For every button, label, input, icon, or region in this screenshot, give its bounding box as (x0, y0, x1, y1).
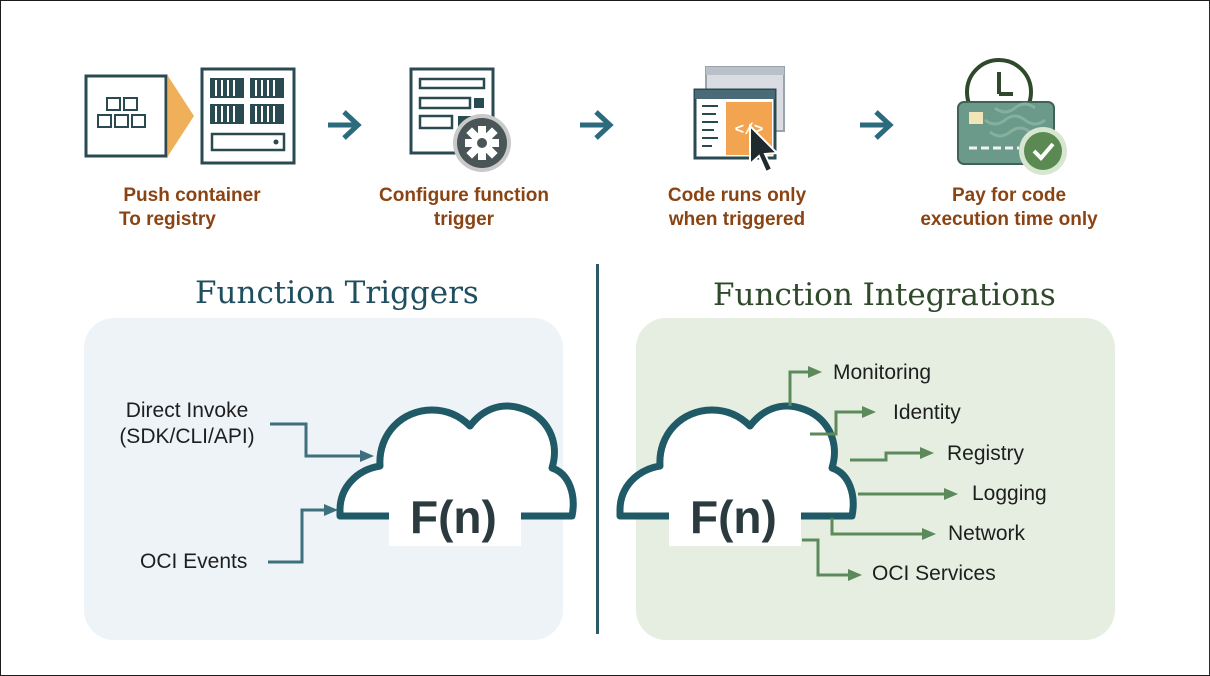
output-identity: Identity (893, 401, 961, 424)
output-monitoring: Monitoring (833, 361, 932, 384)
trigger-cloud-shape (336, 402, 577, 546)
payment-card-clock-icon (957, 58, 1067, 175)
code-window-cursor-icon: </> (693, 66, 785, 174)
oci-services-arrowhead (848, 569, 862, 581)
logging-arrowhead (944, 488, 958, 500)
direct-invoke-line1: Direct Invoke (125, 399, 249, 422)
oci-events-label: OCI Events (140, 550, 248, 573)
direct-invoke-arrow (270, 422, 374, 462)
output-oci-services: OCI Services (872, 562, 996, 585)
network-connector (830, 518, 924, 536)
function-triggers-title: Function Triggers (195, 275, 479, 311)
oci-services-connector (802, 538, 850, 577)
identity-arrowhead (862, 406, 876, 418)
oci-events-arrow (268, 504, 338, 564)
integration-cloud-shape (616, 402, 857, 546)
monitoring-arrowhead (808, 366, 822, 378)
section-divider (596, 264, 599, 634)
trigger-function-label: F(n) (410, 491, 497, 543)
registry-arrowhead (920, 447, 934, 459)
output-logging: Logging (972, 482, 1047, 505)
identity-connector (810, 410, 864, 436)
configure-gear-icon (409, 67, 511, 172)
flow-arrow-3 (860, 110, 894, 140)
flow-arrow-1 (328, 110, 362, 140)
container-registry-icon (84, 67, 296, 165)
flow-arrow-2 (580, 110, 614, 140)
monitoring-connector (788, 370, 810, 406)
direct-invoke-label: Direct Invoke (SDK/CLI/API) (104, 398, 270, 450)
direct-invoke-line2: (SDK/CLI/API) (119, 425, 255, 448)
registry-connector (850, 451, 922, 462)
output-network: Network (948, 522, 1026, 545)
function-integrations-title: Function Integrations (713, 277, 1056, 313)
output-registry: Registry (947, 442, 1025, 465)
network-arrowhead (922, 528, 936, 540)
integration-function-label: F(n) (690, 491, 777, 543)
